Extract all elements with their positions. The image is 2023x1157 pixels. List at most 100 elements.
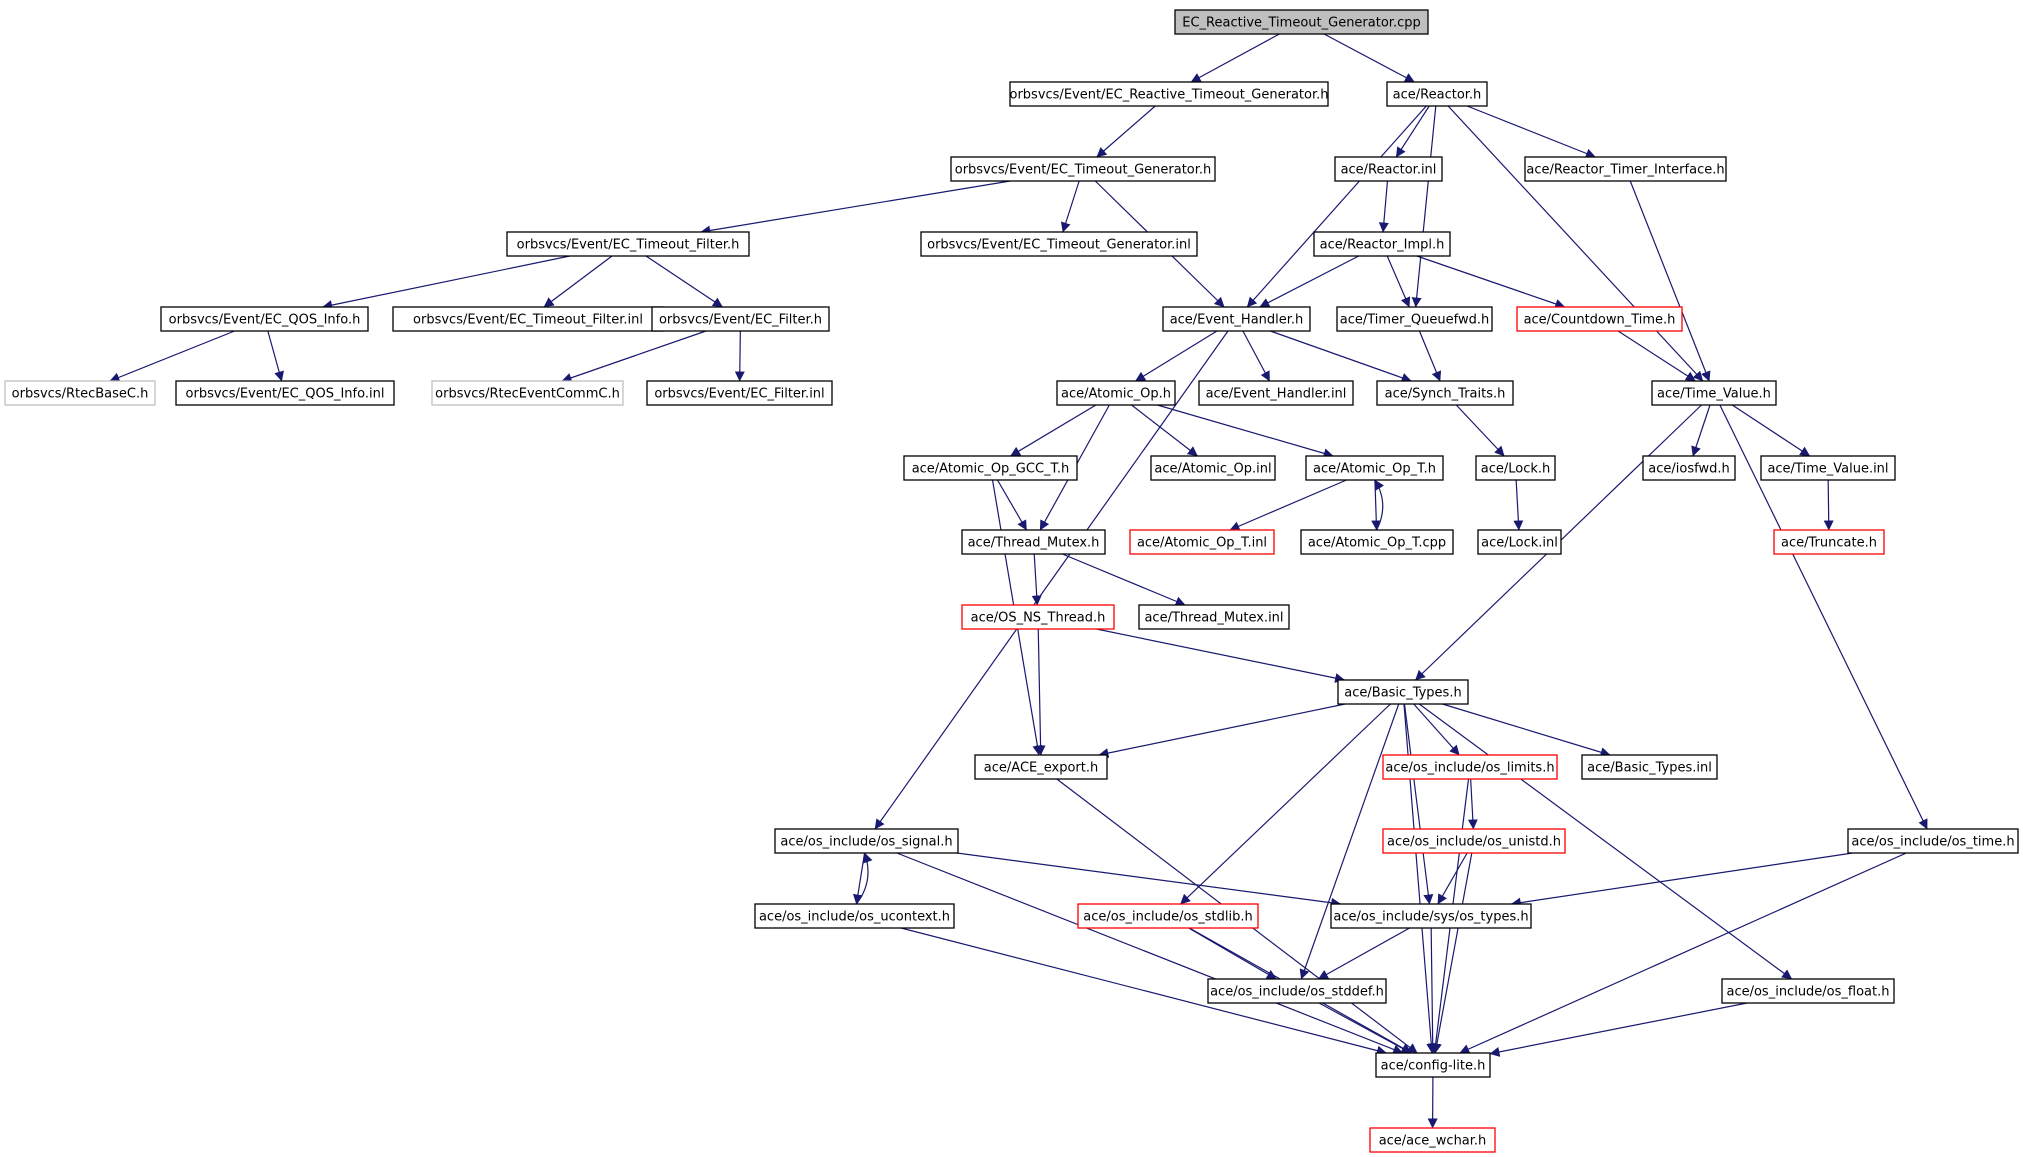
node-box (1375, 1052, 1491, 1078)
node-atgcc-h[interactable]: ace/Atomic_Op_GCC_T.h (903, 455, 1078, 481)
edge-atop_h-to-atgcc_h (1010, 404, 1097, 457)
node-tg-h[interactable]: orbsvcs/Event/EC_Timeout_Generator.h (950, 156, 1216, 182)
edge-rimpl_h-to-tqf_h (1386, 255, 1411, 308)
node-evh-h[interactable]: ace/Event_Handler.h (1162, 306, 1311, 332)
node-rteccomm[interactable]: orbsvcs/RtecEventCommC.h (431, 380, 624, 406)
node-qos-inl[interactable]: orbsvcs/Event/EC_QOS_Info.inl (175, 380, 395, 406)
edge-tg_h-to-tg_inl (1060, 180, 1080, 233)
edge-evh_h-to-ossig_h (874, 330, 1229, 830)
node-reactor-h[interactable]: ace/Reactor.h (1386, 81, 1488, 107)
node-label: ace/Atomic_Op_T.h (1313, 462, 1436, 477)
node-rti-h[interactable]: ace/Reactor_Timer_Interface.h (1524, 156, 1727, 182)
node-qos-h[interactable]: orbsvcs/Event/EC_QOS_Info.h (160, 306, 369, 332)
node-tmx-h[interactable]: ace/Thread_Mutex.h (961, 529, 1106, 555)
node-label: ace/ace_wchar.h (1379, 1134, 1487, 1149)
node-label: ace/Time_Value.inl (1767, 462, 1888, 477)
node-box (1056, 380, 1176, 406)
node-rtg-h[interactable]: orbsvcs/Event/EC_Reactive_Timeout_Genera… (1009, 81, 1329, 107)
edge-bt_h-to-osstdlib_h (1180, 703, 1391, 905)
node-reactor-inl[interactable]: ace/Reactor.inl (1334, 156, 1443, 182)
edge-osuctx_h-to-ossig_h (855, 852, 873, 905)
node-tg-inl[interactable]: orbsvcs/Event/EC_Timeout_Generator.inl (920, 231, 1198, 257)
node-box (1386, 81, 1488, 107)
node-cd-h[interactable]: ace/Countdown_Time.h (1516, 306, 1683, 332)
node-osuni-h[interactable]: ace/os_include/os_unistd.h (1382, 828, 1566, 854)
node-box (1524, 156, 1727, 182)
node-box (961, 529, 1106, 555)
node-lock-h[interactable]: ace/Lock.h (1475, 455, 1556, 481)
node-label: ace/Atomic_Op_T.cpp (1308, 536, 1446, 551)
node-box (1642, 455, 1736, 481)
node-label: ace/Atomic_Op_GCC_T.h (912, 462, 1070, 477)
node-label: ace/os_include/os_float.h (1726, 985, 1889, 1000)
node-tmx-inl[interactable]: ace/Thread_Mutex.inl (1138, 604, 1290, 630)
edge-rtg_h-to-tg_h (1096, 105, 1156, 158)
edge-ostime_h-to-cfg_h (1459, 852, 1907, 1054)
node-ossig-h[interactable]: ace/os_include/os_signal.h (774, 828, 959, 854)
node-bt-inl[interactable]: ace/Basic_Types.inl (1581, 754, 1718, 780)
node-box (1162, 306, 1311, 332)
node-filt-h[interactable]: orbsvcs/Event/EC_Filter.h (651, 306, 830, 332)
node-filt-inl[interactable]: orbsvcs/Event/EC_Filter.inl (646, 380, 833, 406)
node-aceexp-h[interactable]: ace/ACE_export.h (974, 754, 1108, 780)
edge-osuctx_h-to-cfg_h (900, 927, 1387, 1056)
node-synch-h[interactable]: ace/Synch_Traits.h (1376, 380, 1514, 406)
node-tf-inl[interactable]: orbsvcs/Event/EC_Timeout_Filter.inl (392, 306, 664, 332)
node-root[interactable]: EC_Reactive_Timeout_Generator.cpp (1174, 9, 1429, 35)
edge-lock_h-to-lock_inl (1513, 479, 1524, 531)
node-wchar-h[interactable]: ace/ace_wchar.h (1369, 1127, 1496, 1153)
node-oslim-h[interactable]: ace/os_include/os_limits.h (1382, 754, 1558, 780)
node-rimpl-h[interactable]: ace/Reactor_Impl.h (1313, 231, 1451, 257)
node-box (1581, 754, 1718, 780)
node-box (961, 604, 1115, 630)
node-osnst-h[interactable]: ace/OS_NS_Thread.h (961, 604, 1115, 630)
node-label: ace/config-lite.h (1381, 1059, 1486, 1074)
edge-tf_h-to-qos_h (322, 255, 570, 310)
node-osstddef-h[interactable]: ace/os_include/os_stddef.h (1207, 978, 1387, 1004)
node-box (754, 903, 955, 929)
node-bt-h[interactable]: ace/Basic_Types.h (1337, 679, 1469, 705)
node-tf-h[interactable]: orbsvcs/Event/EC_Timeout_Filter.h (506, 231, 750, 257)
node-label: orbsvcs/Event/EC_Timeout_Filter.h (517, 238, 740, 253)
node-osfloat-h[interactable]: ace/os_include/os_float.h (1721, 978, 1895, 1004)
node-ostime-h[interactable]: ace/os_include/os_time.h (1847, 828, 2019, 854)
edge-att_h-to-att_cpp (1371, 479, 1382, 531)
edge-layer (109, 33, 1928, 1129)
node-box (1198, 380, 1354, 406)
node-atop-h[interactable]: ace/Atomic_Op.h (1056, 380, 1176, 406)
node-tv-h[interactable]: ace/Time_Value.h (1651, 380, 1777, 406)
node-atop-inl[interactable]: ace/Atomic_Op.inl (1150, 455, 1276, 481)
node-trunc-h[interactable]: ace/Truncate.h (1773, 529, 1885, 555)
node-box (1475, 455, 1556, 481)
node-cfg-h[interactable]: ace/config-lite.h (1375, 1052, 1491, 1078)
node-label: ace/Lock.h (1481, 462, 1551, 477)
node-att-h[interactable]: ace/Atomic_Op_T.h (1305, 455, 1444, 481)
node-box (4, 380, 156, 406)
node-lock-inl[interactable]: ace/Lock.inl (1477, 529, 1562, 555)
edge-root-to-reactor_h (1323, 33, 1415, 83)
node-box (1773, 529, 1885, 555)
edge-bt_h-to-oslim_h (1413, 703, 1460, 756)
node-rtecbase[interactable]: orbsvcs/RtecBaseC.h (4, 380, 156, 406)
edge-reactor_h-to-rti_h (1466, 105, 1596, 159)
node-box (1336, 306, 1493, 332)
node-tv-inl[interactable]: ace/Time_Value.inl (1760, 455, 1896, 481)
node-att-inl[interactable]: ace/Atomic_Op_T.inl (1129, 529, 1275, 555)
node-iosfwd-h[interactable]: ace/iosfwd.h (1642, 455, 1736, 481)
node-tqf-h[interactable]: ace/Timer_Queuefwd.h (1336, 306, 1493, 332)
edge-osnst_h-to-bt_h (1096, 628, 1346, 683)
edge-tv_inl-to-trunc_h (1823, 479, 1834, 531)
node-osuctx-h[interactable]: ace/os_include/os_ucontext.h (754, 903, 955, 929)
node-label: ace/Event_Handler.h (1170, 313, 1304, 328)
node-layer: EC_Reactive_Timeout_Generator.cpporbsvcs… (4, 9, 2019, 1153)
node-label: orbsvcs/RtecBaseC.h (12, 387, 149, 402)
node-label: ace/iosfwd.h (1648, 462, 1729, 477)
node-ostypes-h[interactable]: ace/os_include/sys/os_types.h (1330, 903, 1532, 929)
edge-tv_h-to-tv_inl (1731, 404, 1811, 457)
node-label: ace/OS_NS_Thread.h (971, 611, 1106, 626)
node-att-cpp[interactable]: ace/Atomic_Op_T.cpp (1300, 529, 1454, 555)
node-box (1369, 1127, 1496, 1153)
node-osstdlib-h[interactable]: ace/os_include/os_stdlib.h (1077, 903, 1259, 929)
node-evh-inl[interactable]: ace/Event_Handler.inl (1198, 380, 1354, 406)
